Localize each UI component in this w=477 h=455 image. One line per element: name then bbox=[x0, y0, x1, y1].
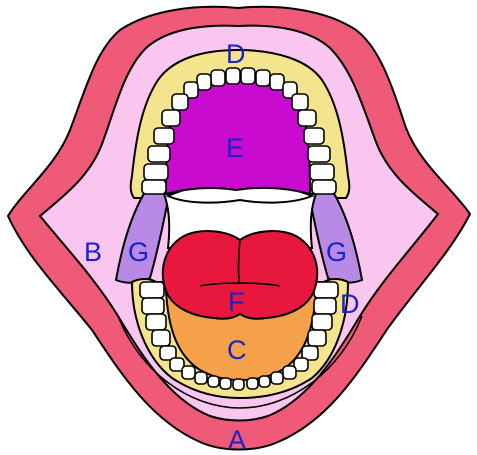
label-tonsil-right: G bbox=[326, 237, 347, 267]
label-tonsil-left: G bbox=[128, 237, 149, 267]
label-tongue: F bbox=[228, 287, 245, 317]
label-upper-gum: D bbox=[226, 39, 246, 69]
label-cheek: B bbox=[84, 237, 102, 267]
label-mouth-floor: C bbox=[227, 335, 247, 365]
label-lips: A bbox=[228, 425, 246, 455]
label-hard-palate: E bbox=[226, 133, 244, 163]
label-lower-gum: D bbox=[340, 289, 360, 319]
